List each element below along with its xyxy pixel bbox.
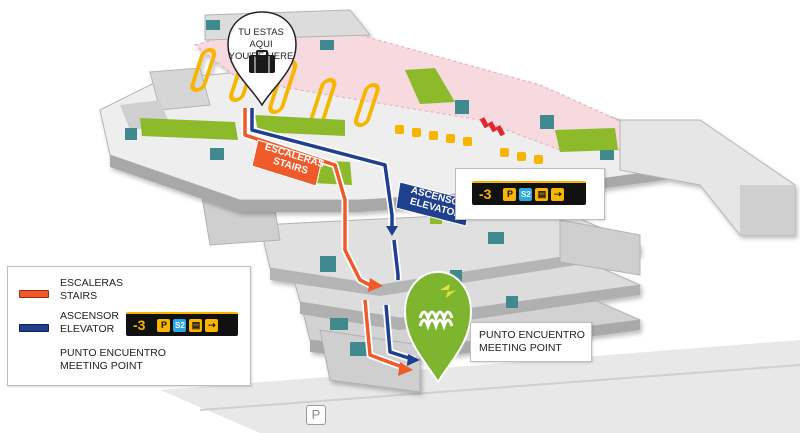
legend-level-bar: -3 P S2 ▤ ⇢ [126,312,238,336]
legend-service-chip: S2 [173,318,187,332]
you-are-here-label: TU ESTAS AQUI YOU'RE HERE [228,27,294,63]
you-are-here-en: YOU'RE HERE [228,51,294,62]
legend-ticket-icon: ▤ [189,318,203,332]
elevator-route [248,108,420,366]
meeting-point-icon [418,284,456,331]
legend-elevator-es: ASCENSOR [60,310,119,322]
elevator-tag [395,181,471,227]
legend-meeting-es: PUNTO ENCUENTRO [60,347,166,359]
you-are-here-es: TU ESTAS AQUI [238,27,284,50]
service-chip: S2 [519,187,533,201]
stairs-route [241,108,413,376]
stairs-tag [251,139,323,187]
parking-sign: P [306,405,326,425]
legend-level-number: -3 [133,317,146,333]
exit-icon: ⇢ [551,187,565,201]
legend-stairs-swatch [19,290,49,298]
legend-stairs-en: STAIRS [60,290,98,302]
you-are-here-pin [227,11,297,107]
legend: ESCALERAS STAIRS ASCENSOR ELEVATOR -3 P … [7,266,251,386]
legend-elevator-en: ELEVATOR [60,323,115,335]
parking-chip: P [503,187,517,201]
meeting-point-pin [403,270,473,384]
meeting-point-es: PUNTO ENCUENTRO [479,329,585,341]
legend-meeting-en: MEETING POINT [60,360,143,372]
legend-stairs-es: ESCALERAS [60,277,124,289]
legend-exit-icon: ⇢ [205,318,219,332]
level-callout: -3 P S2 ▤ ⇢ [455,168,605,220]
meeting-point-en: MEETING POINT [479,342,562,354]
meeting-point-callout: PUNTO ENCUENTRO MEETING POINT [470,322,592,362]
level-bar: -3 P S2 ▤ ⇢ [472,181,586,205]
ticket-icon: ▤ [535,187,549,201]
luggage-icon [249,50,275,73]
legend-elevator-swatch [19,324,49,332]
level-number: -3 [479,186,492,202]
legend-parking-chip: P [157,318,171,332]
